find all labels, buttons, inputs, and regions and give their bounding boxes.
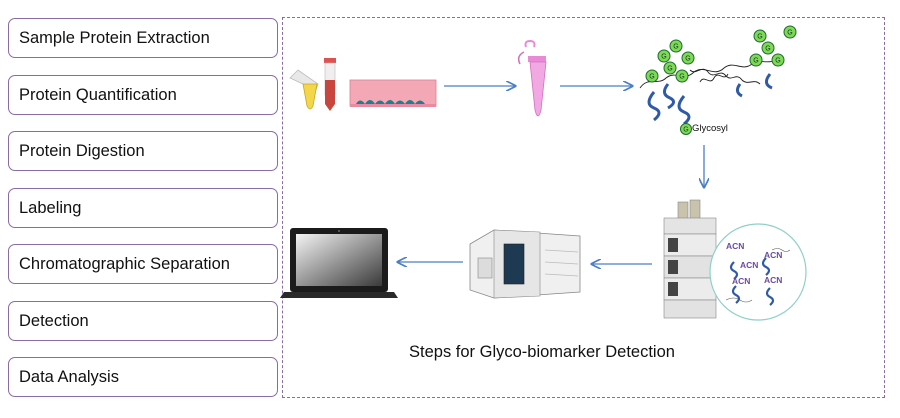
glycan-letter: G xyxy=(667,66,672,73)
solvent-label: ACN xyxy=(764,275,782,285)
glycan-letter: G xyxy=(685,56,690,63)
diagram-caption: Steps for Glyco-biomarker Detection xyxy=(409,343,675,361)
step-label: Data Analysis xyxy=(19,367,119,386)
process-panel xyxy=(282,17,885,398)
step-label: Protein Digestion xyxy=(19,141,145,160)
glycoprotein-icon xyxy=(639,25,797,126)
sample-tubes-icon xyxy=(289,58,336,111)
glycan-letter: G xyxy=(765,46,770,53)
step-detection: Detection xyxy=(8,301,278,341)
glycan-legend-icon xyxy=(680,123,692,135)
step-label: Chromatographic Separation xyxy=(19,254,230,273)
culture-dish-icon xyxy=(349,79,437,107)
solvent-label: ACN xyxy=(726,241,744,251)
glycan-letter: G xyxy=(683,127,688,134)
step-protein-digestion: Protein Digestion xyxy=(8,131,278,171)
glycan-letter: G xyxy=(753,58,758,65)
glycan-letter: G xyxy=(661,54,666,61)
laptop-icon xyxy=(280,228,398,298)
solvent-circle xyxy=(709,223,807,321)
step-protein-quantification: Protein Quantification xyxy=(8,75,278,115)
solvent-label: ACN xyxy=(740,260,758,270)
glycosyl-legend-label: Glycosyl xyxy=(692,123,728,134)
step-label: Sample Protein Extraction xyxy=(19,28,210,47)
solvent-label: ACN xyxy=(732,276,750,286)
glycan-letter: G xyxy=(757,34,762,41)
microtube-icon xyxy=(517,39,547,117)
solvent-label: ACN xyxy=(764,250,782,260)
step-labeling: Labeling xyxy=(8,188,278,228)
step-label: Protein Quantification xyxy=(19,85,177,104)
glycan-letter: G xyxy=(673,44,678,51)
step-sample-protein-extraction: Sample Protein Extraction xyxy=(8,18,278,58)
step-label: Labeling xyxy=(19,198,82,217)
glycan-letter: G xyxy=(679,74,684,81)
glycan-letter: G xyxy=(775,58,780,65)
peptide-icons xyxy=(729,257,775,306)
glycan-letter: G xyxy=(649,74,654,81)
mass-spectrometer-icon xyxy=(469,229,581,299)
step-label: Detection xyxy=(19,311,89,330)
lc-system-icon xyxy=(663,199,717,319)
step-chromatographic-separation: Chromatographic Separation xyxy=(8,244,278,284)
step-data-analysis: Data Analysis xyxy=(8,357,278,397)
glycan-letter: G xyxy=(787,30,792,37)
